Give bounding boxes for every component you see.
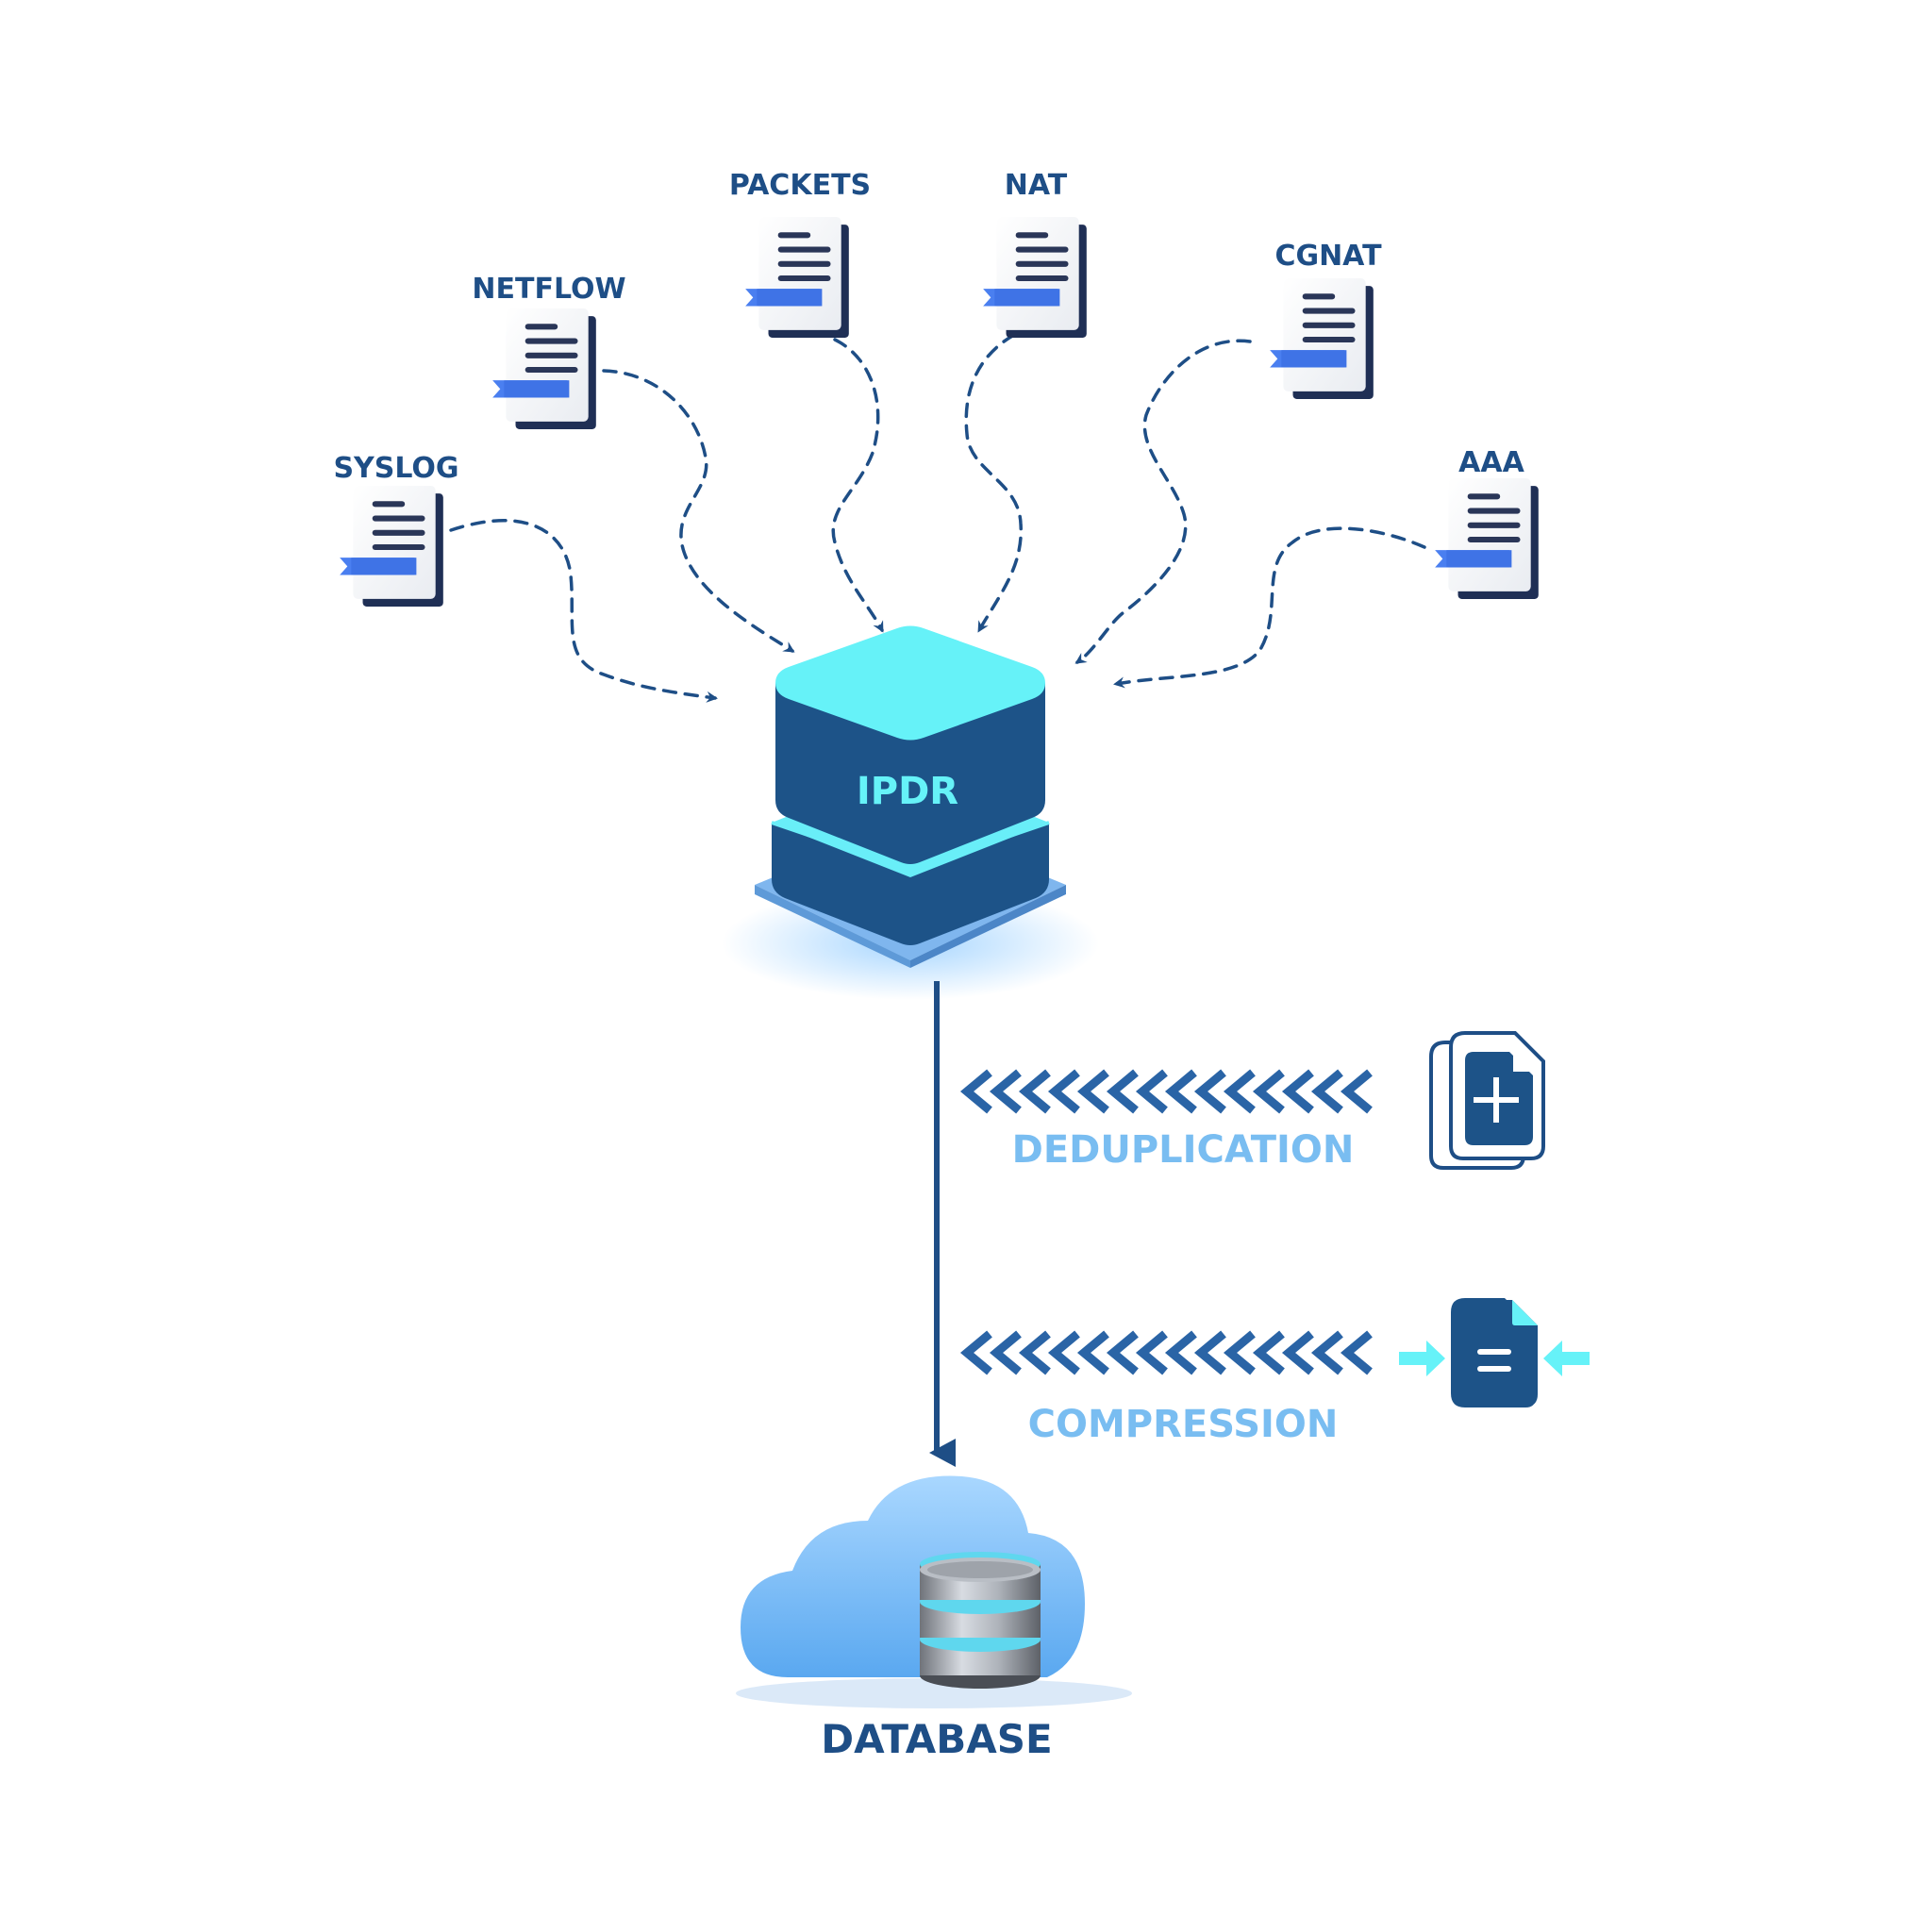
source-flows	[449, 333, 1426, 703]
source-netflow	[492, 308, 596, 429]
document-icon	[1270, 278, 1374, 399]
chevron-left-icon	[1076, 1330, 1109, 1375]
document-icon	[983, 217, 1087, 338]
chevron-left-icon	[1047, 1069, 1080, 1114]
chevron-left-icon	[1076, 1069, 1109, 1114]
ipdr-core: IPDR	[722, 625, 1099, 1000]
chevron-left-icon	[1310, 1330, 1343, 1375]
chevron-left-icon	[959, 1330, 992, 1375]
source-label-nat: NAT	[1005, 169, 1068, 202]
chevron-left-icon	[1047, 1330, 1080, 1375]
flow-packets	[831, 338, 884, 633]
chevron-left-icon	[1018, 1069, 1051, 1114]
chevron-left-icon	[1252, 1069, 1285, 1114]
source-aaa	[1435, 478, 1539, 599]
document-icon	[492, 308, 596, 429]
database-destination: DATABASE	[736, 1475, 1132, 1762]
compression-label: COMPRESSION	[1028, 1403, 1339, 1446]
flow-aaa	[1113, 526, 1426, 689]
chevron-left-icon	[1340, 1330, 1373, 1375]
chevron-left-icon	[1135, 1330, 1168, 1375]
copy-plus-icon	[1429, 1031, 1545, 1170]
chevron-left-icon	[1135, 1069, 1168, 1114]
chevron-left-icon	[1310, 1069, 1343, 1114]
flow-cgnat	[1074, 339, 1252, 664]
chevron-left-icon	[1223, 1330, 1256, 1375]
chevron-left-icon	[1018, 1330, 1051, 1375]
source-nat	[983, 217, 1087, 338]
chevron-left-icon	[1106, 1069, 1139, 1114]
deduplication-label: DEDUPLICATION	[1012, 1128, 1355, 1172]
chevron-left-icon	[1281, 1330, 1314, 1375]
flow-netflow	[602, 369, 795, 653]
source-packets	[745, 217, 849, 338]
source-label-cgnat: CGNAT	[1274, 240, 1382, 273]
document-icon	[745, 217, 849, 338]
chevron-left-icon	[959, 1069, 992, 1114]
chevron-left-icon	[1281, 1069, 1314, 1114]
chevron-left-icon	[1164, 1330, 1197, 1375]
source-syslog	[340, 486, 443, 607]
database-label: DATABASE	[821, 1716, 1052, 1762]
deduplication-chevrons	[959, 1069, 1373, 1114]
chevron-left-icon	[1340, 1069, 1373, 1114]
file-compress-icon	[1399, 1298, 1590, 1407]
source-label-packets: PACKETS	[729, 169, 871, 202]
flow-nat	[964, 333, 1023, 633]
chevron-left-icon	[1223, 1069, 1256, 1114]
compression-process: COMPRESSION	[959, 1298, 1590, 1446]
source-cgnat	[1270, 278, 1374, 399]
document-icon	[340, 486, 443, 607]
source-label-syslog: SYSLOG	[333, 452, 458, 485]
chevron-left-icon	[1193, 1069, 1226, 1114]
chevron-left-icon	[1193, 1330, 1226, 1375]
chevron-left-icon	[989, 1069, 1022, 1114]
ipdr-label: IPDR	[857, 770, 958, 813]
document-icon	[1435, 478, 1539, 599]
chevron-left-icon	[1164, 1069, 1197, 1114]
flow-syslog	[449, 519, 718, 703]
chevron-left-icon	[989, 1330, 1022, 1375]
source-label-aaa: AAA	[1458, 446, 1524, 479]
cloud-database-icon	[736, 1475, 1132, 1708]
chevron-left-icon	[1106, 1330, 1139, 1375]
compression-chevrons	[959, 1330, 1373, 1375]
chevron-left-icon	[1252, 1330, 1285, 1375]
deduplication-process: DEDUPLICATION	[959, 1031, 1545, 1172]
source-label-netflow: NETFLOW	[472, 273, 625, 306]
